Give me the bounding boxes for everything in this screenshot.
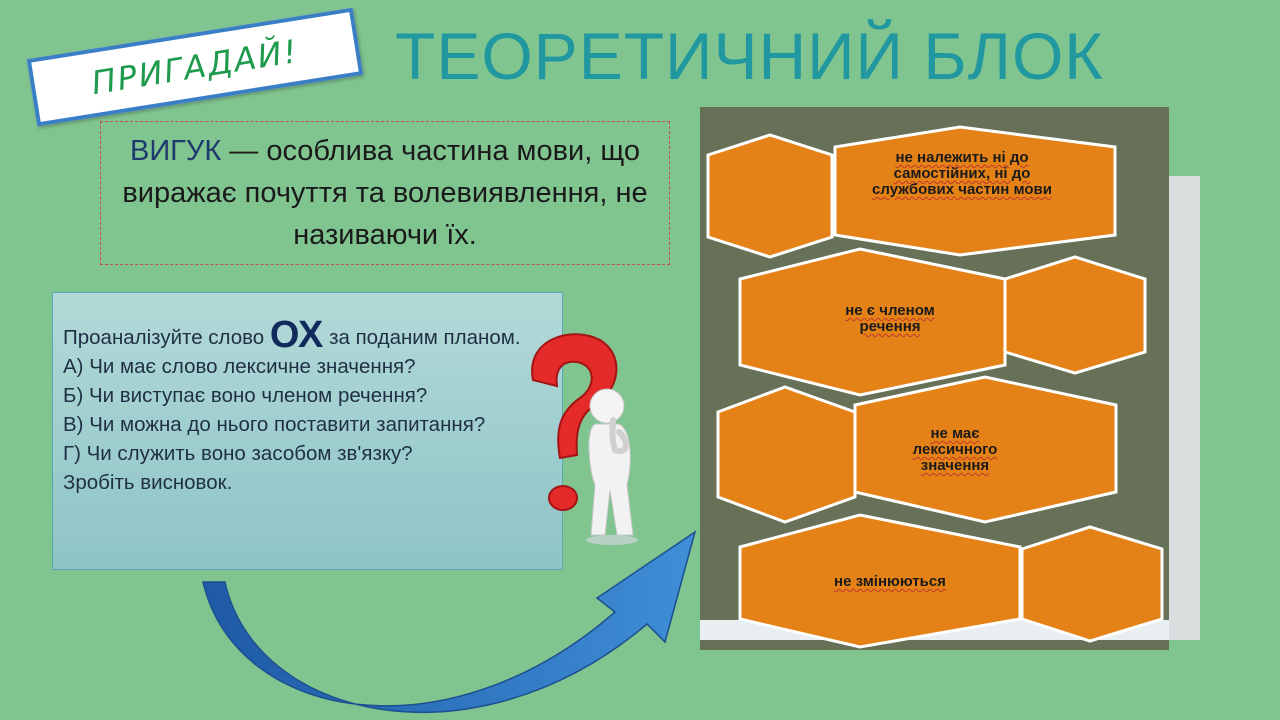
remember-stamp: ПРИГАДАЙ! <box>26 7 364 127</box>
thinking-figure-icon <box>531 333 638 545</box>
definition-term: ВИГУК <box>130 135 222 167</box>
task-question: Г) Чи служить воно засобом зв'язку? <box>63 442 413 465</box>
task-question: А) Чи має слово лексичне значення? <box>63 355 416 378</box>
hexagon-large <box>738 247 1007 397</box>
task-intro-after: за поданим планом. <box>323 326 521 349</box>
definition-box: ВИГУК — особлива частина мови, що виража… <box>100 121 670 265</box>
task-word: ОХ <box>269 314 324 356</box>
task-conclusion: Зробіть висновок. <box>63 471 233 494</box>
curved-arrow-icon <box>202 530 697 713</box>
task-intro: Проаналізуйте слово ОХ за поданим планом… <box>63 316 552 354</box>
definition-text: ВИГУК — особлива частина мови, що виража… <box>107 130 663 256</box>
hexagon-large <box>738 513 1022 649</box>
task-question: В) Чи можна до нього поставити запитання… <box>63 413 486 436</box>
hexagon-large <box>853 375 1118 524</box>
hexagon-small <box>706 133 834 259</box>
stamp-label: ПРИГАДАЙ! <box>88 31 302 103</box>
page-title: ТЕОРЕТИЧНИЙ БЛОК <box>395 19 1104 93</box>
hexagon-small <box>1003 255 1147 375</box>
definition-body: — особлива частина мови, що виражає почу… <box>122 135 648 251</box>
hexagon-label: не змінюються <box>834 573 946 590</box>
hexagon-small <box>716 385 857 524</box>
hexagon-large <box>833 125 1117 257</box>
hexagon-label: не є членом речення <box>845 302 935 335</box>
task-intro-before: Проаналізуйте слово <box>63 326 270 349</box>
task-question: Б) Чи виступає воно членом речення? <box>63 384 428 407</box>
hexagon-small <box>1020 525 1164 643</box>
hexagon-label: не належить ні до самостійних, ні до слу… <box>872 149 1052 198</box>
hexagon-shapes <box>706 125 1164 649</box>
hexagon-label: не має лексичного значення <box>912 425 998 474</box>
panel-bottom-edge <box>700 640 1169 650</box>
